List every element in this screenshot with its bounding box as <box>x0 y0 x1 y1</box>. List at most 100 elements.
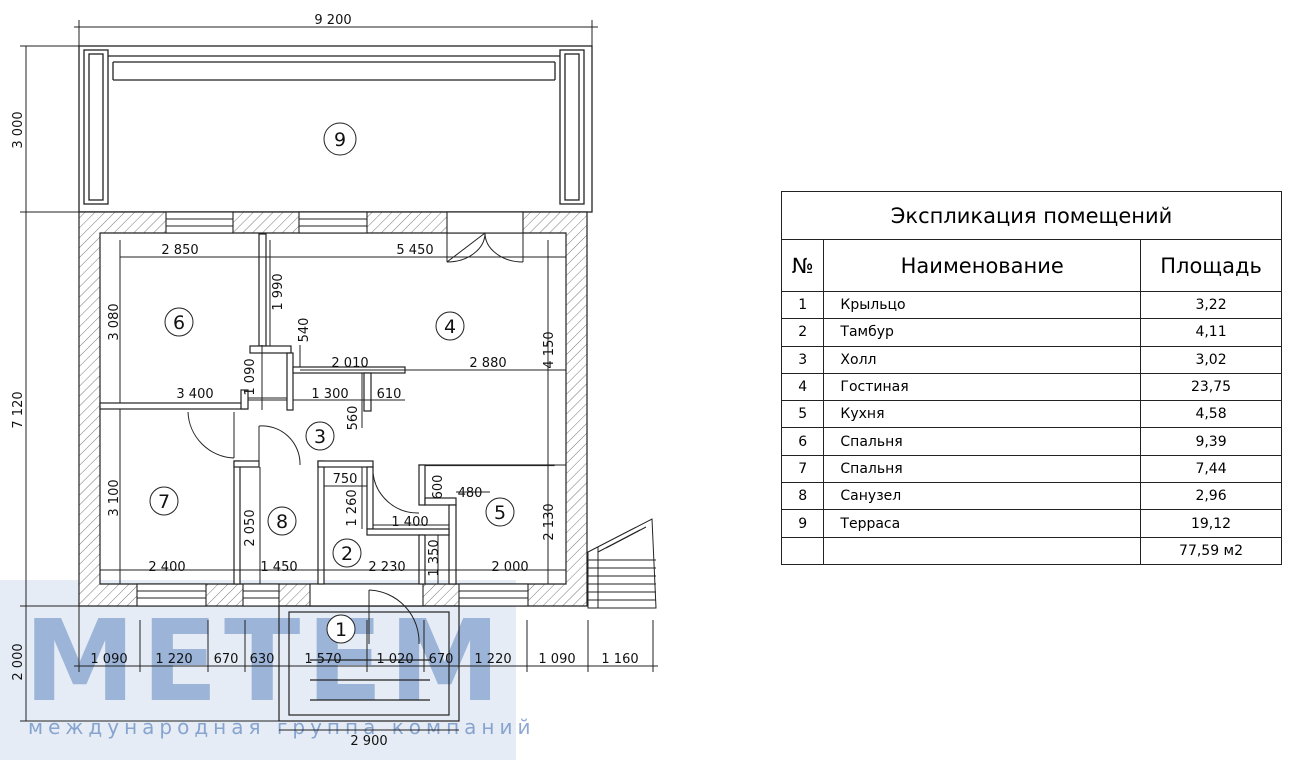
dim-540: 540 <box>297 318 312 343</box>
dim-1300: 1 300 <box>311 387 348 402</box>
svg-text:4: 4 <box>444 316 456 338</box>
row-name: Крыльцо <box>823 290 1142 320</box>
dim-1990: 1 990 <box>271 273 286 310</box>
dim-2400: 2 400 <box>148 560 185 575</box>
partition-lines <box>248 369 566 466</box>
dim-750: 750 <box>333 472 358 487</box>
svg-text:6: 6 <box>173 312 185 334</box>
svg-text:9: 9 <box>334 129 346 151</box>
row-number: 8 <box>780 482 825 511</box>
bottom-windows <box>136 583 529 607</box>
svg-text:3: 3 <box>314 426 326 448</box>
row-number: 5 <box>780 400 825 429</box>
column-header-area: Площадь <box>1140 239 1282 292</box>
dim-bottom-chain-1: 1 090 <box>90 652 127 667</box>
dim-2130: 2 130 <box>542 503 557 540</box>
row-number: 2 <box>780 318 825 347</box>
dim-2010: 2 010 <box>331 356 368 371</box>
dim-2050: 2 050 <box>243 509 258 546</box>
column-header-name: Наименование <box>823 239 1142 292</box>
dim-porch-depth: 2 000 <box>11 643 26 680</box>
svg-text:2: 2 <box>341 543 353 565</box>
row-name: Терраса <box>823 509 1142 538</box>
dim-bottom-chain-6: 1 020 <box>376 652 413 667</box>
svg-text:8: 8 <box>276 511 288 533</box>
room-marker-5: 5 <box>485 497 515 527</box>
row-name: Тамбур <box>823 318 1142 347</box>
dimension-texts: 9 200 3 000 7 120 2 000 2 900 1 090 1 22… <box>11 13 639 749</box>
row-name: Спальня <box>823 427 1142 456</box>
dim-bottom-chain-10: 1 160 <box>601 652 638 667</box>
row-area: 4,58 <box>1140 400 1282 429</box>
row-area: 7,44 <box>1140 454 1282 484</box>
row-area: 3,22 <box>1140 290 1282 320</box>
dim-1350: 1 350 <box>427 539 442 576</box>
dim-610: 610 <box>377 387 402 402</box>
dim-1400: 1 400 <box>391 515 428 530</box>
row-area: 4,11 <box>1140 318 1282 347</box>
room-marker-2: 2 <box>332 538 362 568</box>
svg-text:7: 7 <box>158 491 170 513</box>
row-number: 1 <box>780 290 825 320</box>
dim-1450: 1 450 <box>260 560 297 575</box>
table-row: 6 Спальня 9,39 <box>780 427 1282 456</box>
room-marker-1: 1 <box>326 614 356 644</box>
dim-600: 600 <box>431 475 446 500</box>
row-number: 3 <box>780 345 825 374</box>
room-marker-7: 7 <box>149 486 179 516</box>
top-windows <box>165 211 524 234</box>
row-number: 4 <box>780 372 825 402</box>
row-name: Кухня <box>823 400 1142 429</box>
room-marker-4: 4 <box>435 311 465 341</box>
room-schedule-table: Экспликация помещений № Наименование Пло… <box>780 191 1282 565</box>
dim-2850: 2 850 <box>161 243 198 258</box>
room-marker-3: 3 <box>305 421 335 451</box>
dim-bottom-chain-2: 1 220 <box>155 652 192 667</box>
table-row: 2 Тамбур 4,11 <box>780 318 1282 347</box>
dim-560: 560 <box>346 406 361 431</box>
dim-2880: 2 880 <box>469 356 506 371</box>
table-header-row: № Наименование Площадь <box>780 239 1282 292</box>
side-stair <box>587 518 657 609</box>
row-number: 9 <box>780 509 825 538</box>
dim-porch-width: 2 900 <box>350 734 387 749</box>
dim-3100: 3 100 <box>107 479 122 516</box>
row-name: Гостиная <box>823 372 1142 402</box>
terrace-door <box>446 232 524 263</box>
table-row: 1 Крыльцо 3,22 <box>780 290 1282 320</box>
table-row: 4 Гостиная 23,75 <box>780 372 1282 402</box>
table-row: 9 Терраса 19,12 <box>780 509 1282 538</box>
table-title: Экспликация помещений <box>781 191 1282 240</box>
row-area: 3,02 <box>1140 345 1282 374</box>
total-area: 77,59 м2 <box>1140 536 1282 565</box>
table-total-row: 77,59 м2 <box>780 536 1282 565</box>
column-header-number: № <box>780 239 825 292</box>
dim-bottom-chain-3: 670 <box>214 652 239 667</box>
dim-3400: 3 400 <box>176 387 213 402</box>
row-name: Санузел <box>823 482 1142 511</box>
dim-4150: 4 150 <box>542 331 557 368</box>
table-row: 7 Спальня 7,44 <box>780 454 1282 484</box>
watermark: МЕТЕМ международная группа компаний <box>0 580 531 760</box>
row-number: 6 <box>780 427 825 456</box>
table-row: 5 Кухня 4,58 <box>780 400 1282 429</box>
room-marker-9: 9 <box>323 122 357 156</box>
row-area: 23,75 <box>1140 372 1282 402</box>
room-marker-6: 6 <box>164 307 194 337</box>
dim-bottom-chain-9: 1 090 <box>538 652 575 667</box>
interior-walls <box>99 233 555 585</box>
svg-text:1: 1 <box>335 619 347 641</box>
dim-2000: 2 000 <box>491 560 528 575</box>
row-area: 19,12 <box>1140 509 1282 538</box>
dim-1260: 1 260 <box>345 489 360 526</box>
dim-480: 480 <box>458 486 483 501</box>
dim-house-depth: 7 120 <box>11 391 26 428</box>
dim-2230: 2 230 <box>368 560 405 575</box>
dim-terrace-depth: 3 000 <box>11 111 26 148</box>
table-row: 8 Санузел 2,96 <box>780 482 1282 511</box>
row-area: 2,96 <box>1140 482 1282 511</box>
row-name: Холл <box>823 345 1142 374</box>
dim-bottom-chain-8: 1 220 <box>474 652 511 667</box>
row-number: 7 <box>780 454 825 484</box>
dim-1090: 1 090 <box>243 358 258 395</box>
